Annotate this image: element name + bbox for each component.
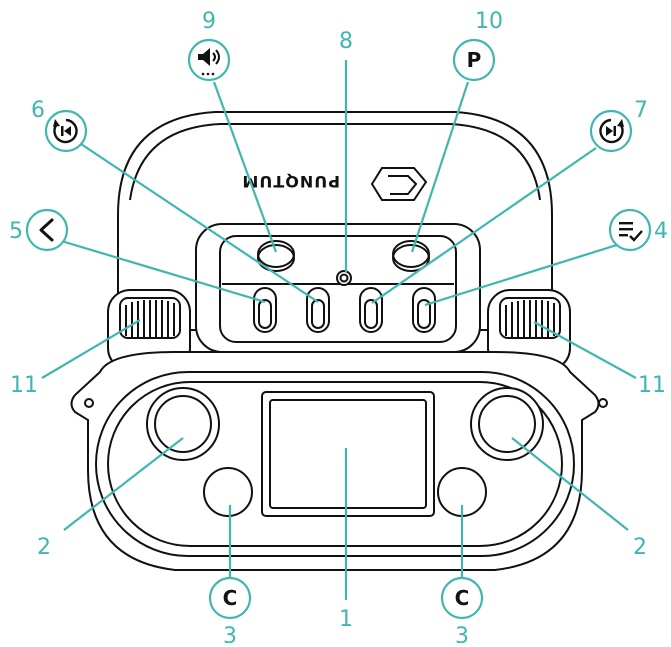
brand-mark-icon bbox=[370, 167, 428, 201]
previous-channel-button[interactable] bbox=[306, 287, 330, 333]
callout-4: 4 bbox=[654, 219, 668, 244]
brand-logo: PUNQTUM bbox=[241, 167, 428, 201]
callout-2-left: 2 bbox=[37, 535, 51, 560]
display-screen bbox=[261, 391, 435, 517]
next-channel-icon bbox=[599, 118, 624, 144]
p-icon: P bbox=[467, 48, 482, 72]
left-volume-knob[interactable] bbox=[146, 387, 220, 461]
brand-text: PUNQTUM bbox=[241, 172, 340, 191]
speaker-icon bbox=[198, 48, 220, 76]
callout-3-left: 3 bbox=[223, 624, 237, 643]
previous-channel-icon-callout bbox=[44, 109, 88, 153]
callout-6: 6 bbox=[31, 98, 45, 123]
menu-button[interactable] bbox=[412, 287, 436, 333]
back-button[interactable] bbox=[253, 287, 277, 333]
callout-5: 5 bbox=[9, 219, 23, 244]
callout-numbers: 1 2 2 3 3 4 5 6 7 8 9 10 11 11 bbox=[9, 9, 668, 647]
callout-7: 7 bbox=[634, 98, 648, 123]
left-call-button[interactable] bbox=[203, 467, 253, 517]
menu-confirm-icon-callout bbox=[608, 208, 652, 252]
volume-button[interactable] bbox=[257, 240, 295, 272]
p-button[interactable] bbox=[392, 240, 430, 272]
callout-8: 8 bbox=[339, 29, 353, 54]
c-icon: C bbox=[223, 586, 238, 610]
callout-11-right: 11 bbox=[638, 373, 666, 398]
next-channel-icon-callout bbox=[589, 109, 633, 153]
menu-confirm-icon bbox=[619, 222, 643, 242]
indicator-led bbox=[336, 270, 352, 286]
c-icon-callout-left: C bbox=[208, 576, 252, 620]
callout-2-right: 2 bbox=[633, 535, 647, 560]
right-knob[interactable] bbox=[487, 289, 571, 371]
back-arrow-icon-callout bbox=[25, 208, 69, 252]
next-channel-button[interactable] bbox=[359, 287, 383, 333]
callout-3-right: 3 bbox=[455, 624, 469, 643]
callout-lines bbox=[41, 60, 637, 600]
callout-1: 1 bbox=[339, 607, 353, 632]
callout-10: 10 bbox=[475, 9, 503, 34]
previous-channel-icon bbox=[53, 118, 78, 144]
p-icon-callout: P bbox=[452, 38, 496, 82]
right-volume-knob[interactable] bbox=[470, 387, 544, 461]
callout-9: 9 bbox=[202, 9, 216, 34]
back-arrow-icon bbox=[39, 218, 54, 242]
top-control-panel bbox=[195, 223, 481, 353]
c-icon-callout-right: C bbox=[440, 576, 484, 620]
speaker-icon-callout bbox=[187, 38, 231, 82]
c-icon: C bbox=[455, 586, 470, 610]
callout-11-left: 11 bbox=[10, 373, 38, 398]
